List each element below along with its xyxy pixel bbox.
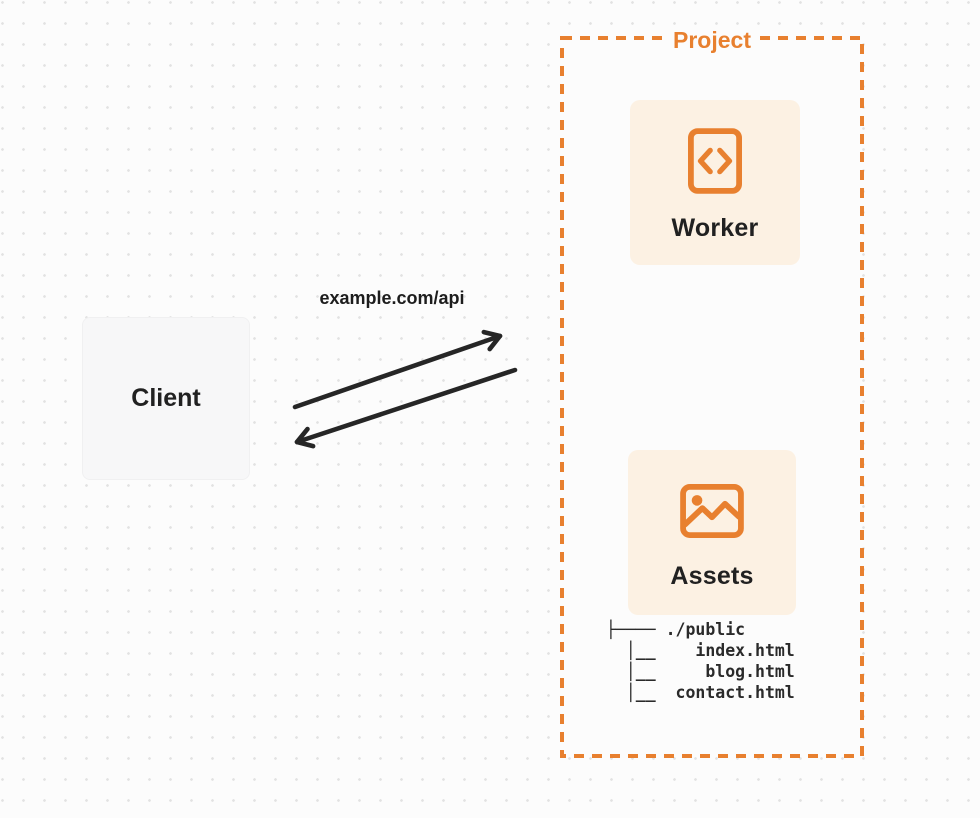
assets-label: Assets	[670, 562, 754, 590]
project-label: Project	[664, 27, 760, 53]
assets-node: Assets	[628, 450, 796, 615]
request-arrow	[292, 329, 503, 410]
response-arrow	[294, 367, 518, 449]
worker-node: Worker	[630, 100, 800, 265]
file-tree: ├──── ./public │__ index.html │__ blog.h…	[606, 620, 795, 702]
client-label: Client	[131, 384, 201, 412]
worker-label: Worker	[671, 214, 759, 242]
request-url-label: example.com/api	[319, 288, 465, 308]
code-file-icon	[688, 128, 742, 194]
image-icon	[680, 484, 744, 538]
client-node: Client	[82, 317, 250, 480]
project-label-container: Project	[560, 27, 864, 53]
